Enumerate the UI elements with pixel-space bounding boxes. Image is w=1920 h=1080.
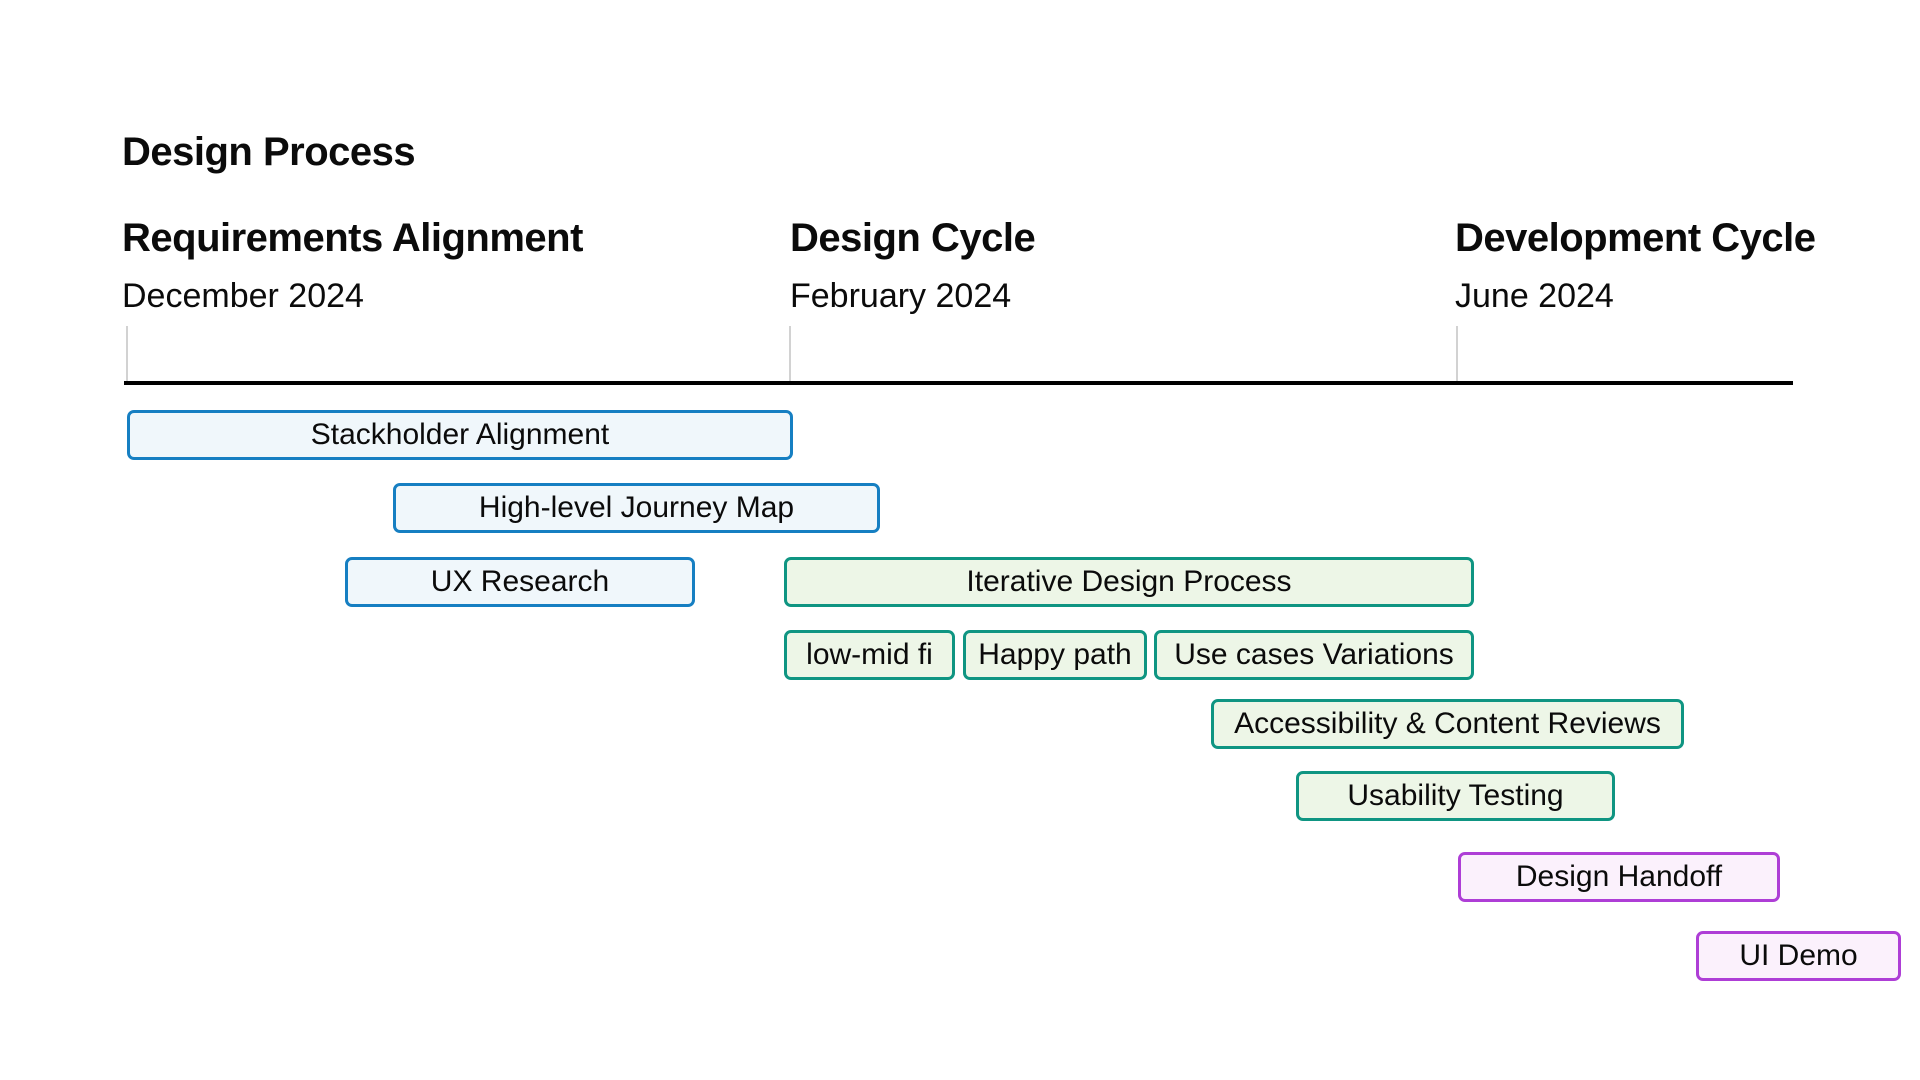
task-bar-high-level-journey-map[interactable]: High-level Journey Map (393, 483, 880, 533)
phase-name-development-cycle: Development Cycle (1455, 216, 1816, 260)
phase-name-design-cycle: Design Cycle (790, 216, 1036, 260)
task-bar-stackholder-alignment[interactable]: Stackholder Alignment (127, 410, 793, 460)
phase-date-requirements-alignment: December 2024 (122, 277, 364, 315)
task-bar-iterative-design-process[interactable]: Iterative Design Process (784, 557, 1474, 607)
timeline-axis (124, 381, 1793, 385)
task-bar-accessibility-content-reviews[interactable]: Accessibility & Content Reviews (1211, 699, 1684, 749)
task-bar-ux-research[interactable]: UX Research (345, 557, 695, 607)
task-bar-use-cases-variations[interactable]: Use cases Variations (1154, 630, 1474, 680)
timeline-tick-december (126, 326, 128, 382)
timeline-tick-june (1456, 326, 1458, 382)
task-bar-happy-path[interactable]: Happy path (963, 630, 1147, 680)
task-bar-low-mid-fi[interactable]: low-mid fi (784, 630, 955, 680)
task-bar-ui-demo[interactable]: UI Demo (1696, 931, 1901, 981)
phase-date-development-cycle: June 2024 (1455, 277, 1614, 315)
timeline-tick-february (789, 326, 791, 382)
phase-date-design-cycle: February 2024 (790, 277, 1012, 315)
phase-name-requirements-alignment: Requirements Alignment (122, 216, 583, 260)
page-title: Design Process (122, 130, 416, 174)
task-bar-usability-testing[interactable]: Usability Testing (1296, 771, 1615, 821)
task-bar-design-handoff[interactable]: Design Handoff (1458, 852, 1780, 902)
